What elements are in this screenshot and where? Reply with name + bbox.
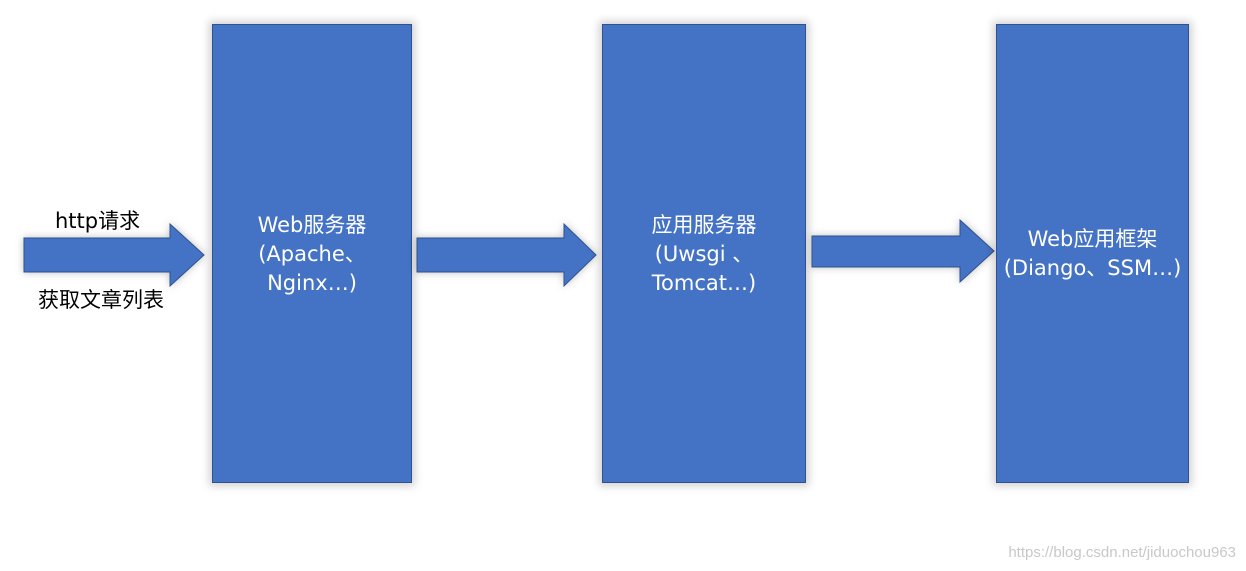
get-article-list-label: 获取文章列表	[38, 288, 164, 312]
watermark: https://blog.csdn.net/jiduochou963	[1008, 544, 1236, 561]
web-framework-detail: (Diango、SSM…)	[1003, 256, 1182, 280]
app-server-title: 应用服务器	[651, 213, 757, 237]
web-framework-box: Web应用框架 (Diango、SSM…)	[996, 24, 1189, 483]
web-server-title: Web服务器	[257, 213, 367, 237]
web-server-detail: (Apache、 Nginx…)	[258, 242, 366, 295]
app-server-box: 应用服务器 (Uwsgi 、 Tomcat…)	[602, 24, 806, 483]
http-request-label: http请求	[55, 209, 141, 233]
app-server-detail: (Uwsgi 、 Tomcat…)	[651, 242, 757, 295]
input-arrow	[23, 222, 205, 288]
arrow-app-to-framework	[811, 218, 995, 284]
arrow-web-to-app	[416, 222, 597, 288]
web-server-box: Web服务器 (Apache、 Nginx…)	[212, 24, 412, 483]
web-framework-title: Web应用框架	[1027, 227, 1158, 251]
